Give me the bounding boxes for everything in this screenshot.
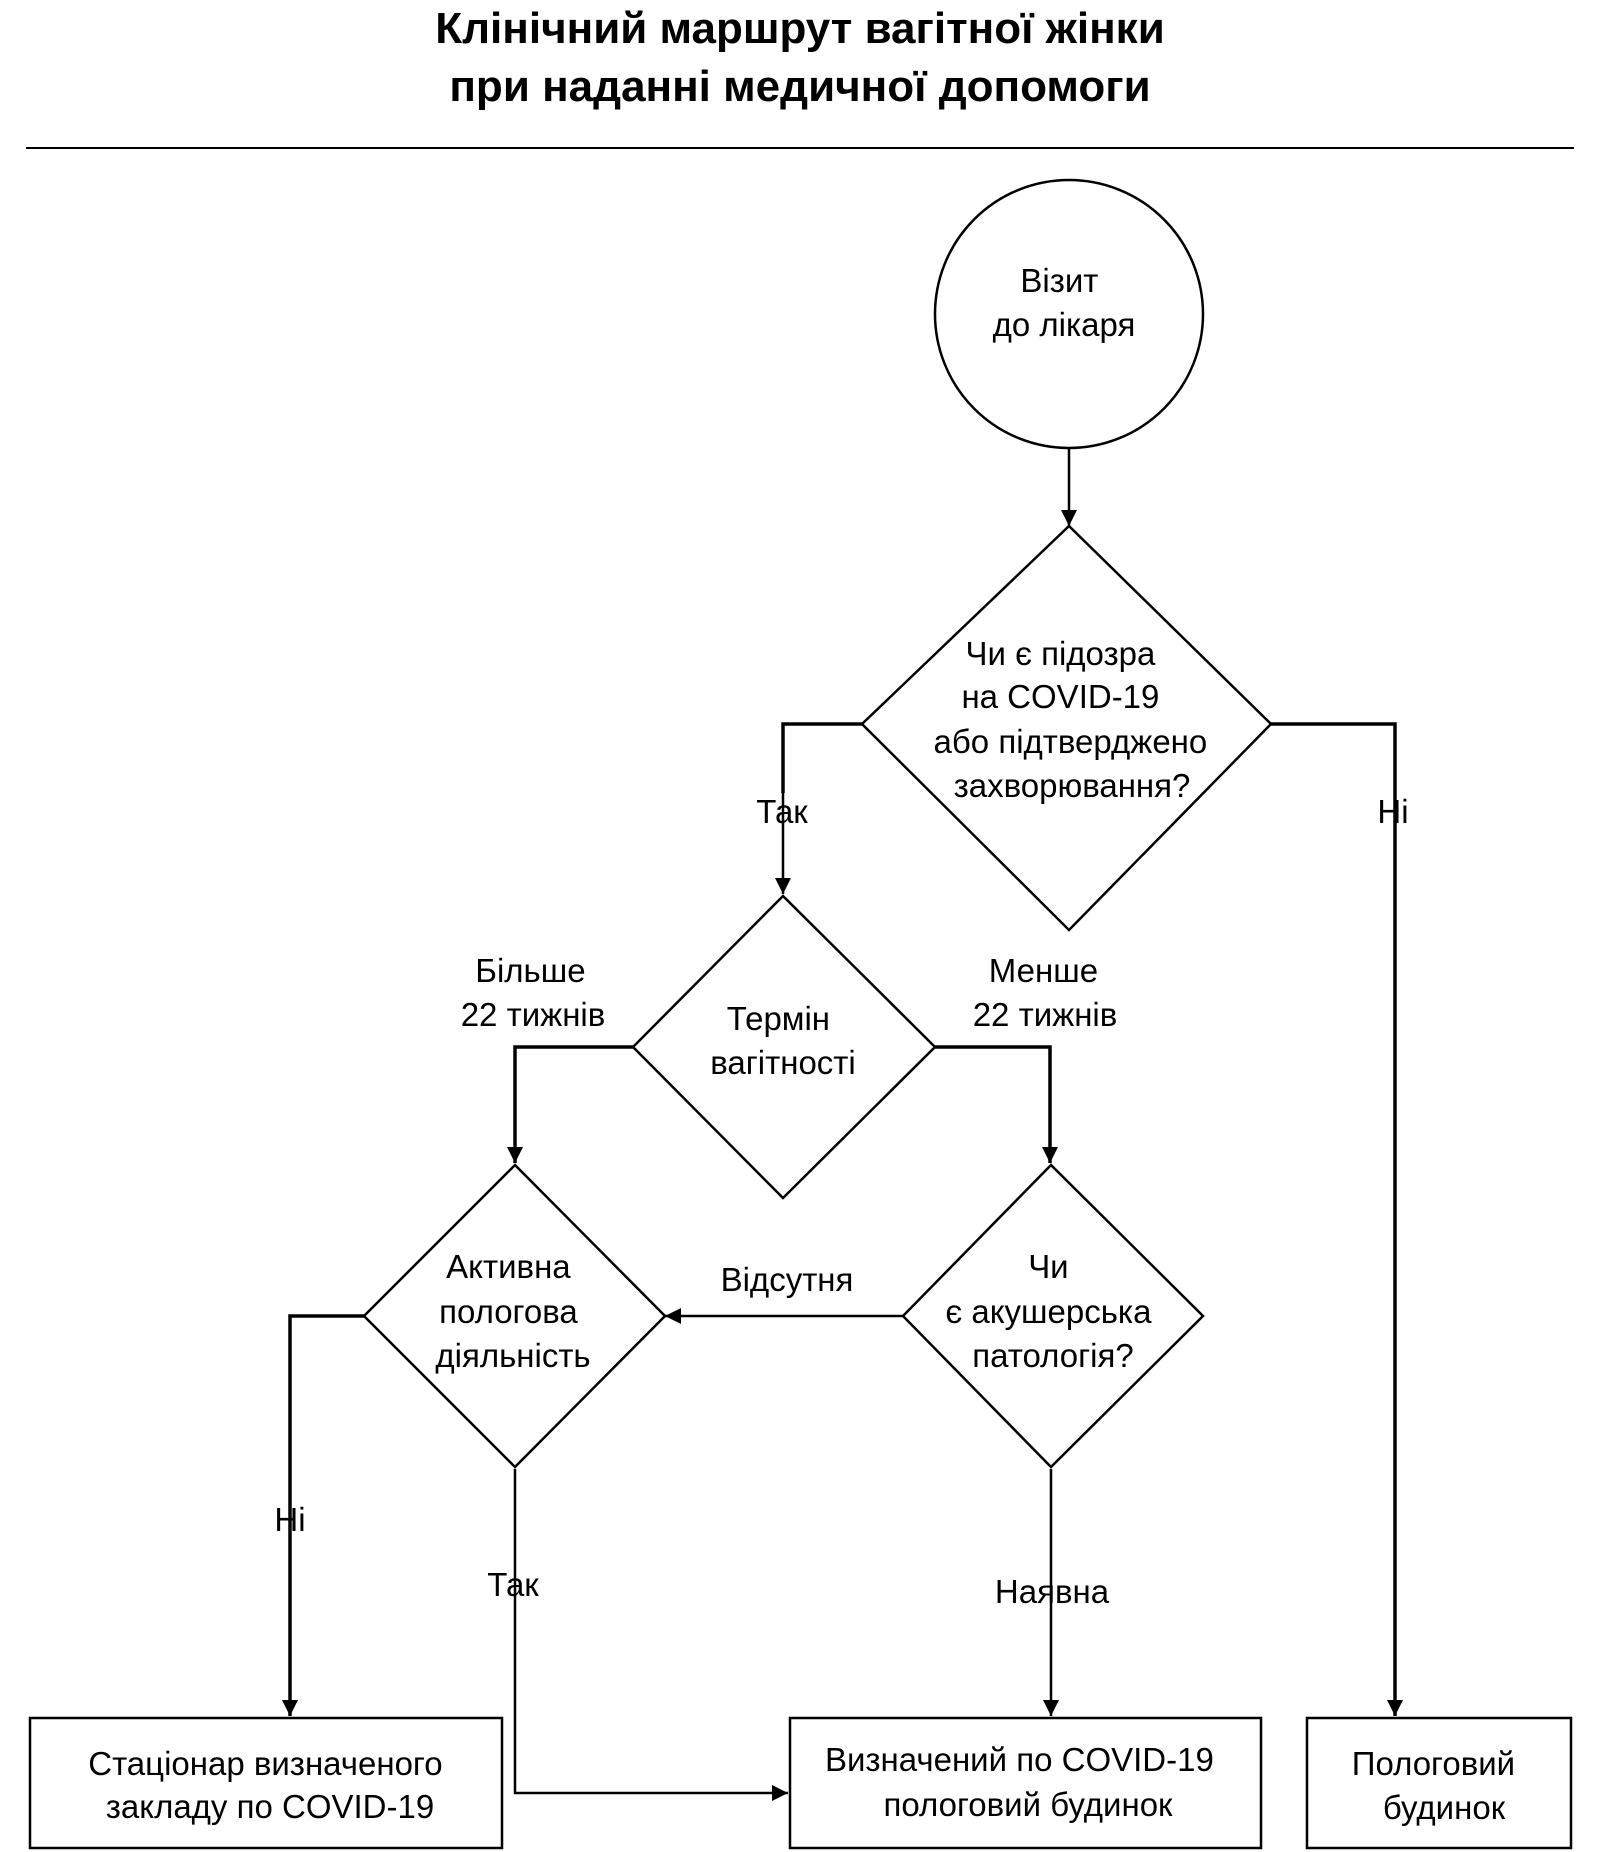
edge-labels: Так Ні Більше 22 тижнів Менше 22 тижнів …: [274, 793, 1408, 1610]
edges: [282, 449, 1403, 1801]
node-visit: [933, 178, 1205, 450]
edge-label-less-22: Менше 22 тижнів: [973, 952, 1118, 1033]
node-gestation-term-text: Термін вагітності: [710, 1000, 856, 1081]
edge-label-present: Наявна: [995, 1573, 1110, 1610]
title-line-2: при наданні медичної допомоги: [449, 62, 1151, 111]
node-labels: Візит до лікаря Чи є підозра на COVID-19…: [88, 262, 1525, 1826]
node-maternity-text: Пологовий будинок: [1352, 1745, 1525, 1826]
edge-label-absent: Відсутня: [721, 1261, 854, 1298]
edge-covid-no: [1271, 722, 1403, 1716]
edge-labor-no: [282, 1314, 364, 1716]
node-covid-maternity: [788, 1716, 1263, 1850]
edge-term-less: [935, 1045, 1058, 1163]
edge-label-covid-yes: Так: [756, 793, 808, 830]
node-obstetric-pathology: [901, 1163, 1205, 1469]
node-gestation-term: [631, 894, 937, 1200]
node-visit-text: Візит до лікаря: [993, 262, 1136, 343]
edge-covid-yes: [781, 722, 862, 793]
edge-labor-yes: [513, 1469, 788, 1801]
edge-term-more: [507, 1045, 633, 1163]
node-maternity: [1305, 1716, 1573, 1850]
edge-label-labor-no: Ні: [274, 1501, 305, 1538]
node-obstetric-pathology-text: Чи є акушерська патологія?: [945, 1248, 1160, 1374]
node-active-labor-text: Активна пологова діяльність: [435, 1248, 590, 1374]
edge-label-covid-no: Ні: [1377, 793, 1408, 830]
edge-label-labor-yes: Так: [487, 1566, 539, 1603]
node-active-labor: [362, 1163, 667, 1469]
title-line-1: Клінічний маршрут вагітної жінки: [435, 4, 1165, 53]
edge-label-more-22: Більше 22 тижнів: [461, 952, 606, 1033]
node-covid-question-text: Чи є підозра на COVID-19 або підтверджен…: [934, 635, 1217, 804]
node-covid-hospital-text: Стаціонар визначеного закладу по COVID-1…: [88, 1745, 452, 1825]
node-covid-maternity-text: Визначений по COVID-19 пологовий будинок: [825, 1741, 1223, 1823]
diagram-title: Клінічний маршрут вагітної жінки при над…: [0, 0, 1600, 116]
node-covid-hospital: [28, 1716, 504, 1850]
node-covid-question: [860, 524, 1273, 932]
nodes: [28, 178, 1573, 1850]
